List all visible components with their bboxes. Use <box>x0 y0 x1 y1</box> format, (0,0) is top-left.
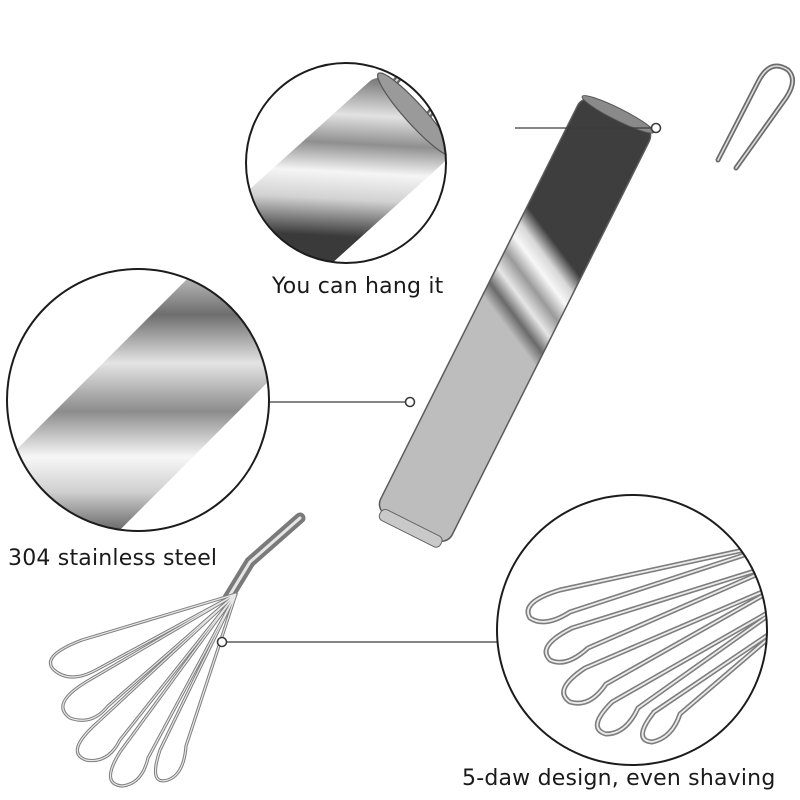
zoom-circle-claw <box>496 494 768 766</box>
whisk-wires <box>48 592 238 788</box>
handle-body <box>378 95 655 548</box>
caption-steel: 304 stainless steel <box>8 546 218 571</box>
caption-claw: 5-daw design, even shaving <box>462 766 776 791</box>
leader-lines <box>216 122 662 648</box>
whisk-shaft <box>222 512 306 604</box>
hanging-loop <box>715 63 795 171</box>
caption-hang: You can hang it <box>272 274 444 299</box>
whisk <box>48 63 795 788</box>
